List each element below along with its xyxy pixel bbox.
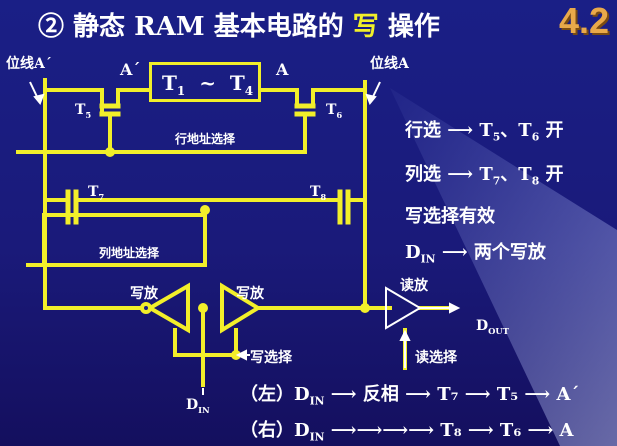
path-right: （右）DIN ⟶⟶⟶⟶ T₈ ⟶ T₆ ⟶ A: [240, 420, 574, 444]
note-write-select: 写选择有效: [405, 206, 495, 227]
bitline-right-label: 位线A: [370, 56, 409, 72]
read-amp-triangle: [385, 286, 422, 330]
row-address-label: 行地址选择: [175, 132, 236, 146]
note-row-select: 行选 ⟶ T5、T6 开: [405, 120, 564, 144]
path-left: （左）DIN ⟶ 反相 ⟶ T₇ ⟶ T₅ ⟶ A´: [240, 384, 580, 408]
write-amp-right-label: 写放: [236, 286, 264, 302]
latch-box-t1-t4: [149, 62, 261, 102]
section-badge: 4.2: [558, 0, 609, 41]
title-highlight: 写: [352, 12, 379, 42]
note-col-select: 列选 ⟶ T7、T8 开: [405, 164, 564, 188]
din-label: DIN: [186, 397, 210, 415]
node-a: A: [276, 60, 289, 79]
page-title: ② 静态 RAM 基本电路的 写 操作: [38, 12, 440, 42]
note-din-amps: DIN ⟶ 两个写放: [405, 242, 546, 266]
node-a-prime: A´: [120, 60, 141, 79]
latch-box-label: T1 ~ T4: [162, 71, 254, 98]
write-select-label: 写选择: [250, 350, 292, 366]
write-amp-left-triangle: [146, 282, 190, 334]
read-amp-label: 读放: [400, 278, 428, 294]
read-select-label: 读选择: [415, 350, 457, 366]
t8-label: T8: [310, 184, 327, 202]
dout-label: DOUT: [476, 318, 509, 336]
col-address-label: 列地址选择: [99, 246, 160, 260]
t5-label: T5: [75, 102, 92, 120]
bitline-left-label: 位线A´: [6, 56, 52, 72]
t6-label: T6: [326, 102, 343, 120]
write-amp-right-triangle: [220, 282, 262, 334]
write-amp-left-label: 写放: [130, 286, 158, 302]
t7-label: T7: [88, 184, 105, 202]
